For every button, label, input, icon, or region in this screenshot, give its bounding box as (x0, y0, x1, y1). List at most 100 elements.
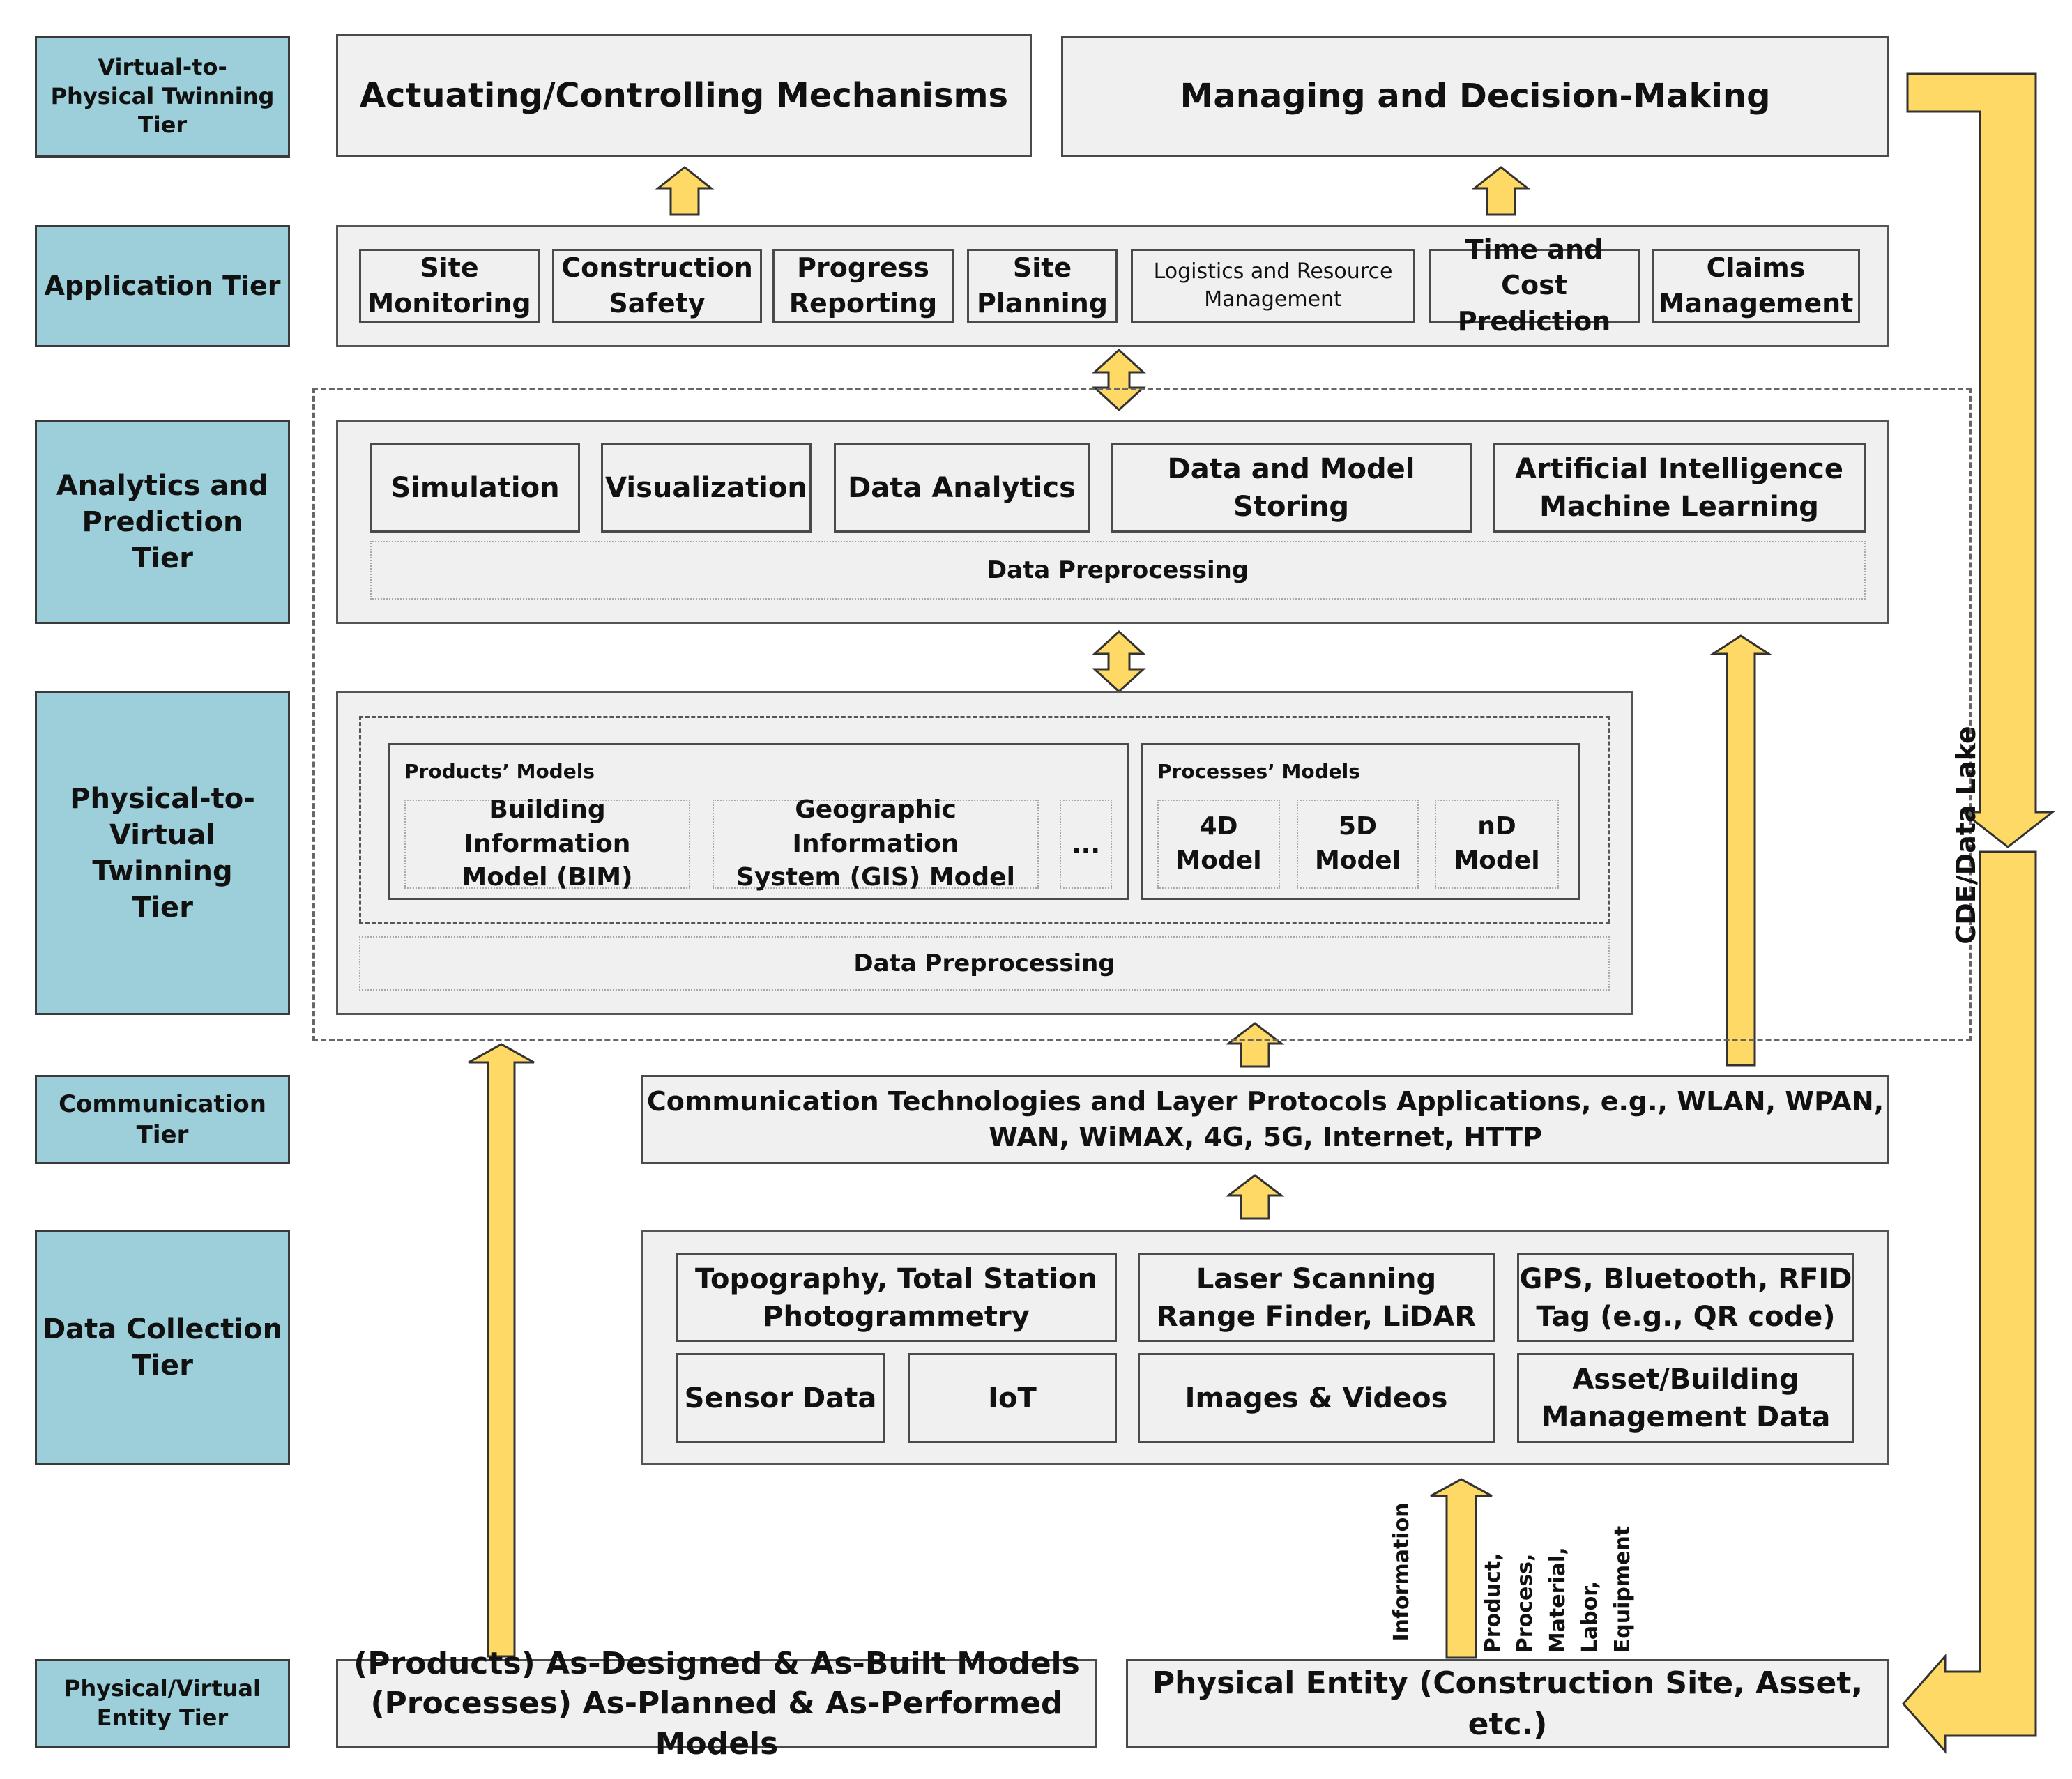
resources-label: Product, Process, Material, Labor, Equip… (1471, 1525, 1645, 1654)
dc-images-videos: Images & Videos (1138, 1353, 1495, 1443)
analytics-simulation: Simulation (370, 443, 580, 533)
preprocessing-label: Data Preprocessing (987, 556, 1249, 584)
tier-physical-to-virtual: Physical-to- Virtual Twinning Tier (35, 691, 290, 1015)
dc-item-label: Sensor Data (684, 1382, 877, 1414)
double-arrow-app-analytics (1092, 348, 1146, 412)
up-arrow-comm-p2v (1225, 1022, 1285, 1068)
p2v-preprocessing: Data Preprocessing (359, 936, 1610, 991)
models-dashed-group (359, 716, 1610, 924)
model-gis: Geographic Information System (GIS) Mode… (713, 795, 1039, 892)
processes-models-label: Processes’ Models (1157, 760, 1360, 783)
analytics-item-label: Visualization (605, 471, 807, 504)
communication-label: Communication Technologies and Layer Pro… (646, 1085, 1884, 1152)
up-arrow-comm-analytics (1709, 634, 1773, 1067)
model-item-label: ... (1071, 830, 1101, 859)
app-item-label: Logistics and Resource Management (1153, 259, 1393, 312)
actuating-label: Actuating/Controlling Mechanisms (359, 75, 1009, 115)
model-5d: 5D Model (1297, 800, 1419, 889)
cde-label: CDE/Data Lake (1949, 696, 1983, 975)
preprocessing-label: Data Preprocessing (853, 949, 1115, 977)
app-logistics: Logistics and Resource Management (1131, 249, 1415, 323)
tier-entity: Physical/Virtual Entity Tier (35, 1659, 290, 1748)
model-more: ... (1060, 800, 1112, 889)
products-models-label: Products’ Models (404, 760, 595, 783)
app-item-label: Construction Safety (561, 252, 753, 319)
model-item-label: 5D Model (1314, 812, 1401, 875)
model-bim: Building Information Model (BIM) (404, 795, 690, 892)
analytics-preprocessing: Data Preprocessing (370, 541, 1866, 600)
tier-label: Application Tier (44, 270, 281, 301)
dc-laser-scanning: Laser Scanning Range Finder, LiDAR (1138, 1253, 1495, 1342)
app-site-planning: Site Planning (967, 249, 1118, 323)
app-time-cost: Time and Cost Prediction (1429, 234, 1640, 337)
up-arrow-dc-comm (1225, 1174, 1285, 1220)
cde-data-lake-boundary (312, 388, 1972, 1041)
model-item-label: 4D Model (1175, 812, 1262, 875)
dc-item-label: Images & Videos (1184, 1382, 1448, 1414)
tier-communication: Communication Tier (35, 1075, 290, 1164)
tier-label: Analytics and Prediction Tier (56, 469, 269, 574)
up-arrow-actuating (655, 166, 715, 216)
model-4d: 4D Model (1157, 800, 1280, 889)
model-nd: nD Model (1435, 800, 1559, 889)
dc-item-label: IoT (988, 1382, 1037, 1414)
app-claims: Claims Management (1652, 249, 1860, 323)
loop-down-arrow (1906, 72, 2056, 848)
analytics-data-analytics: Data Analytics (834, 443, 1090, 533)
resources-label-text: Product, Process, Material, Labor, Equip… (1480, 1525, 1635, 1654)
models-entity-label: (Products) As-Designed & As-Built Models… (353, 1646, 1080, 1762)
up-arrow-managing (1471, 166, 1531, 216)
tier-analytics: Analytics and Prediction Tier (35, 420, 290, 624)
dc-item-label: Topography, Total Station Photogrammetry (694, 1262, 1098, 1333)
up-arrow-entity-p2v (468, 1043, 535, 1658)
information-label: Information (1387, 1502, 1415, 1641)
analytics-data-model-storing: Data and Model Storing (1111, 443, 1472, 533)
app-item-label: Claims Management (1658, 252, 1854, 319)
app-site-monitoring: Site Monitoring (359, 249, 540, 323)
information-label-text: Information (1389, 1502, 1414, 1642)
dc-item-label: GPS, Bluetooth, RFID Tag (e.g., QR code) (1519, 1262, 1852, 1333)
model-item-label: nD Model (1454, 812, 1540, 875)
tier-virtual-to-physical: Virtual-to- Physical Twinning Tier (35, 36, 290, 158)
analytics-visualization: Visualization (601, 443, 812, 533)
dc-asset-building: Asset/Building Management Data (1517, 1353, 1854, 1443)
tier-label: Virtual-to- Physical Twinning Tier (50, 54, 275, 139)
managing-box: Managing and Decision-Making (1061, 36, 1889, 157)
analytics-item-label: Data and Model Storing (1167, 452, 1415, 523)
physical-entity-label: Physical Entity (Construction Site, Asse… (1152, 1665, 1864, 1742)
model-item-label: Geographic Information System (GIS) Mode… (736, 795, 1015, 892)
tier-label: Physical-to- Virtual Twinning Tier (70, 782, 255, 924)
analytics-item-label: Simulation (390, 471, 560, 504)
analytics-item-label: Artificial Intelligence Machine Learning (1514, 452, 1844, 523)
app-progress-reporting: Progress Reporting (772, 249, 954, 323)
dc-item-label: Asset/Building Management Data (1541, 1363, 1831, 1433)
loop-return-arrow (1901, 850, 2037, 1754)
dc-sensor-data: Sensor Data (676, 1353, 885, 1443)
analytics-ai-ml: Artificial Intelligence Machine Learning (1493, 443, 1866, 533)
app-item-label: Progress Reporting (789, 252, 938, 319)
analytics-item-label: Data Analytics (848, 471, 1076, 504)
physical-entity-box: Physical Entity (Construction Site, Asse… (1126, 1659, 1889, 1748)
actuating-box: Actuating/Controlling Mechanisms (336, 34, 1032, 157)
cde-label-text: CDE/Data Lake (1951, 726, 1981, 945)
up-arrow-physical-dc (1430, 1478, 1493, 1659)
dc-topography: Topography, Total Station Photogrammetry (676, 1253, 1117, 1342)
app-item-label: Time and Cost Prediction (1457, 234, 1611, 337)
app-item-label: Site Planning (977, 252, 1108, 319)
tier-label: Physical/Virtual Entity Tier (64, 1675, 261, 1731)
app-item-label: Site Monitoring (367, 252, 531, 319)
tier-label: Data Collection Tier (42, 1313, 283, 1382)
models-entity-box: (Products) As-Designed & As-Built Models… (336, 1646, 1097, 1762)
tier-label: Communication Tier (59, 1090, 266, 1149)
dc-item-label: Laser Scanning Range Finder, LiDAR (1156, 1262, 1477, 1333)
communication-box: Communication Technologies and Layer Pro… (641, 1075, 1889, 1164)
tier-data-collection: Data Collection Tier (35, 1230, 290, 1465)
app-construction-safety: Construction Safety (552, 249, 762, 323)
model-item-label: Building Information Model (BIM) (462, 795, 633, 892)
tier-application: Application Tier (35, 225, 290, 347)
dc-iot: IoT (908, 1353, 1117, 1443)
dc-gps-rfid: GPS, Bluetooth, RFID Tag (e.g., QR code) (1517, 1253, 1854, 1342)
managing-label: Managing and Decision-Making (1180, 76, 1771, 116)
